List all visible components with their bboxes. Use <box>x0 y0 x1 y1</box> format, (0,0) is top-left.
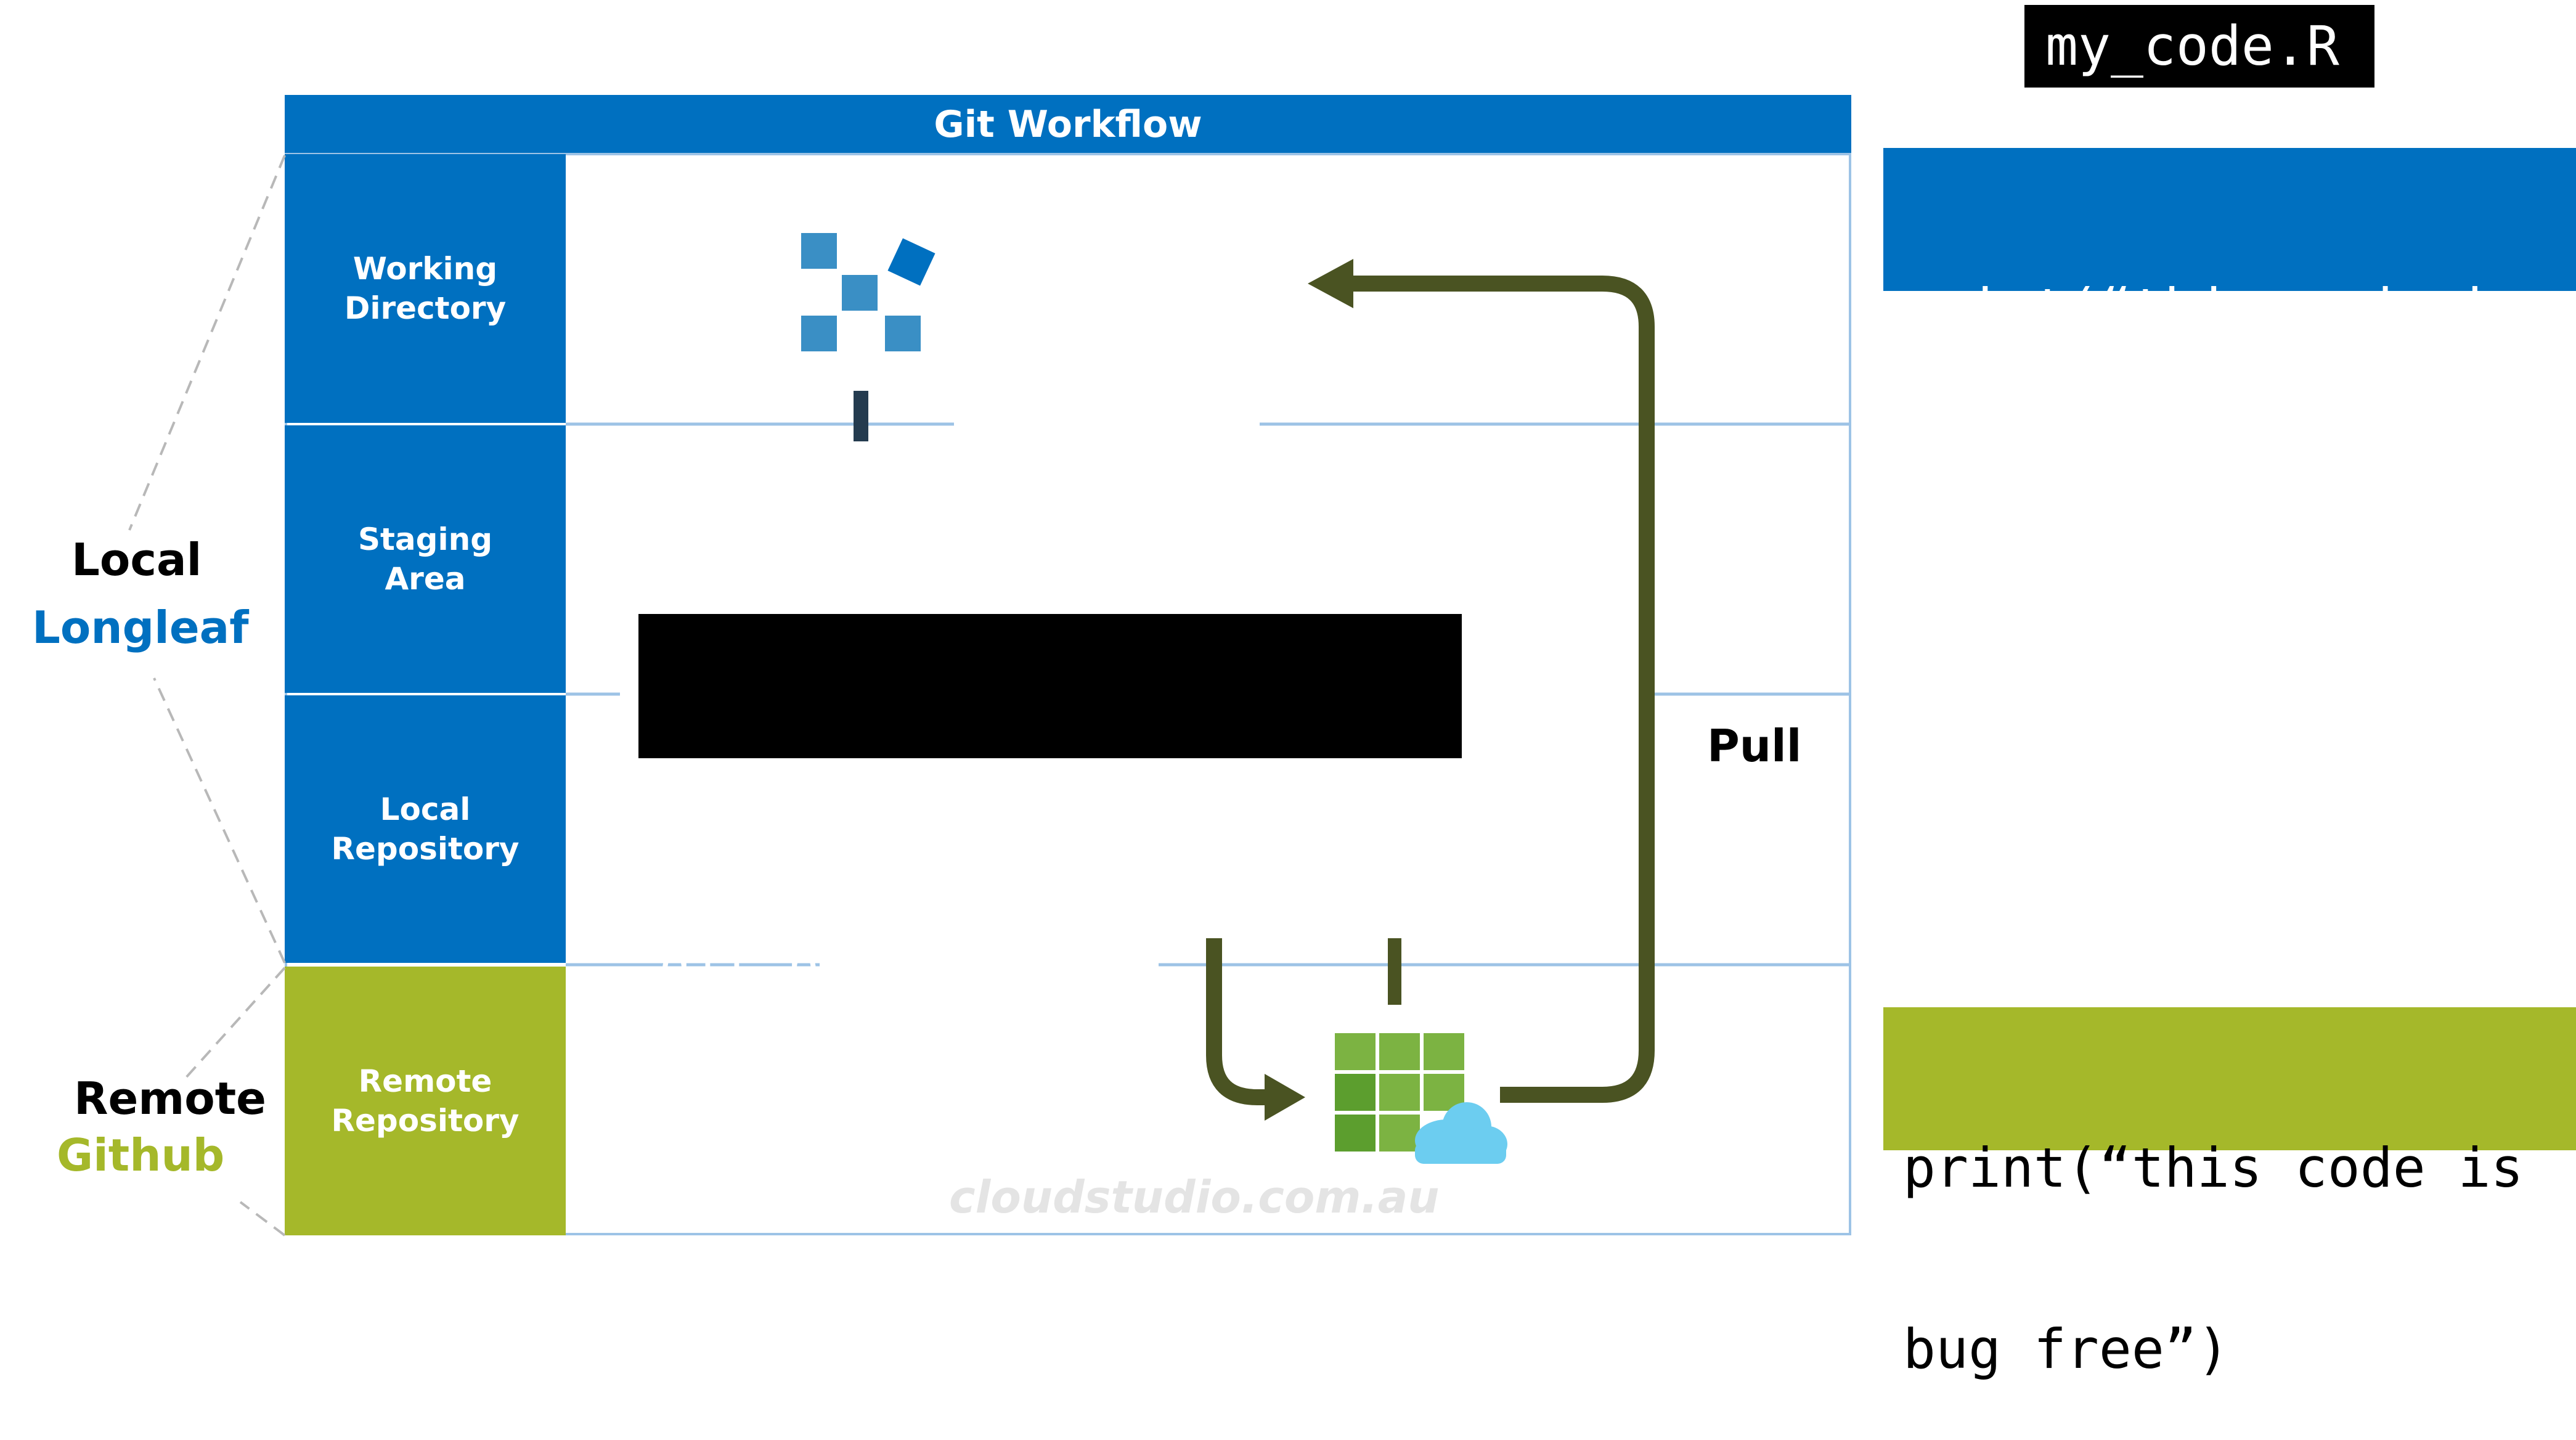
working-dir-connector <box>854 391 868 441</box>
repository-grid-icon <box>1335 1033 1464 1152</box>
remote-bracket-top <box>184 967 286 1080</box>
terminal-commands: cd my_code_repository git pull <box>638 614 1462 996</box>
stage-label-line: Remote <box>358 1063 492 1099</box>
filename-label: my_code.R <box>2024 5 2374 88</box>
local-code-box: print(“this code is bug free”) <box>1883 148 2576 520</box>
local-code-line-2: bug free”) <box>1903 458 2230 522</box>
local-label: Local <box>71 534 202 586</box>
pull-arrow-icon <box>1308 259 1655 1103</box>
github-label: Github <box>57 1129 225 1181</box>
pull-label: Pull <box>1707 720 1802 772</box>
stage-label-line: Repository <box>331 1103 520 1139</box>
terminal-line-2: git pull <box>659 935 915 996</box>
github-code-line-1: print(“this code is <box>1903 1136 2524 1200</box>
files-icon <box>801 233 935 351</box>
local-bracket-bottom <box>153 677 286 963</box>
remote-label: Remote <box>74 1073 267 1124</box>
push-arrow-icon <box>1206 938 1305 1121</box>
stage-label-line: Working <box>353 251 498 287</box>
stage-label-line: Local <box>380 792 471 827</box>
stage-label-line: Directory <box>344 290 507 326</box>
local-bracket-top <box>128 155 286 531</box>
terminal-line-1: cd my_code_repository <box>659 750 1330 811</box>
local-code-line-1: print(“this code is <box>1903 277 2524 340</box>
github-code-line-2: bug free”) <box>1903 1317 2230 1381</box>
diagram-title: Git Workflow <box>285 95 1851 154</box>
remote-connector <box>1388 938 1401 1005</box>
longleaf-label: Longleaf <box>32 602 249 653</box>
watermark: cloudstudio.com.au <box>949 1171 1440 1223</box>
bracket-lines <box>128 155 286 1237</box>
row-dividers <box>566 422 1851 967</box>
diagram-graphics <box>128 155 1851 1237</box>
remote-bracket-bottom <box>239 1201 286 1237</box>
stage-label-line: Staging <box>358 522 492 557</box>
cloud-icon <box>1415 1102 1507 1164</box>
stage-label-line: Area <box>385 561 466 597</box>
stage-label-line: Repository <box>331 831 520 867</box>
